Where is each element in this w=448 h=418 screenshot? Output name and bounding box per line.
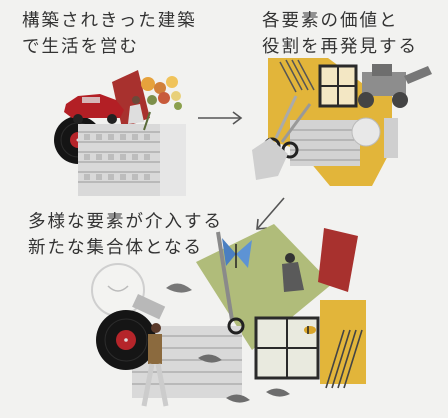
person-figure-2 (282, 253, 304, 292)
vinyl-record-icon-2 (96, 310, 156, 370)
apartment-building (78, 124, 186, 196)
step-3-caption: 多様な要素が介入する 新たな集合体となる (28, 209, 223, 261)
collage-step-1 (54, 70, 186, 196)
step-1-caption: 構築されきった建築 で生活を営む (22, 8, 197, 60)
flower-bouquet-icon (141, 76, 182, 131)
arrow-down-left-icon (256, 197, 285, 230)
step-3-line-2: 新たな集合体となる (28, 238, 203, 258)
arrow-right-icon (198, 111, 243, 125)
light-bulb-icon (91, 263, 166, 320)
dish-icon (351, 117, 398, 158)
red-panel-2 (318, 228, 358, 292)
step-2-caption: 各要素の価値と 役割を再発見する (262, 8, 418, 60)
collage-step-3 (91, 224, 366, 407)
building-fragment (290, 120, 360, 166)
car-icon (64, 94, 124, 124)
tool-icon (216, 231, 245, 335)
excavator-icon (358, 64, 432, 108)
butterfly-icon (222, 238, 252, 268)
step-2-line-2: 役割を再発見する (262, 37, 418, 57)
walking-person-figure (141, 323, 169, 407)
nails-icon (279, 59, 315, 93)
nails-icon-2 (325, 329, 363, 389)
person-figure (128, 96, 144, 124)
step-1-line-1: 構築されきった建築 (22, 11, 197, 31)
bird-icon (166, 283, 290, 403)
collage-step-2 (252, 58, 432, 186)
step-1-line-2: で生活を営む (22, 37, 139, 57)
step-3-line-1: 多様な要素が介入する (28, 212, 223, 232)
window-frame-icon (318, 64, 358, 108)
step-2-line-1: 各要素の価値と (262, 11, 399, 31)
bee-icon (304, 326, 316, 334)
hand-figure (252, 138, 288, 180)
